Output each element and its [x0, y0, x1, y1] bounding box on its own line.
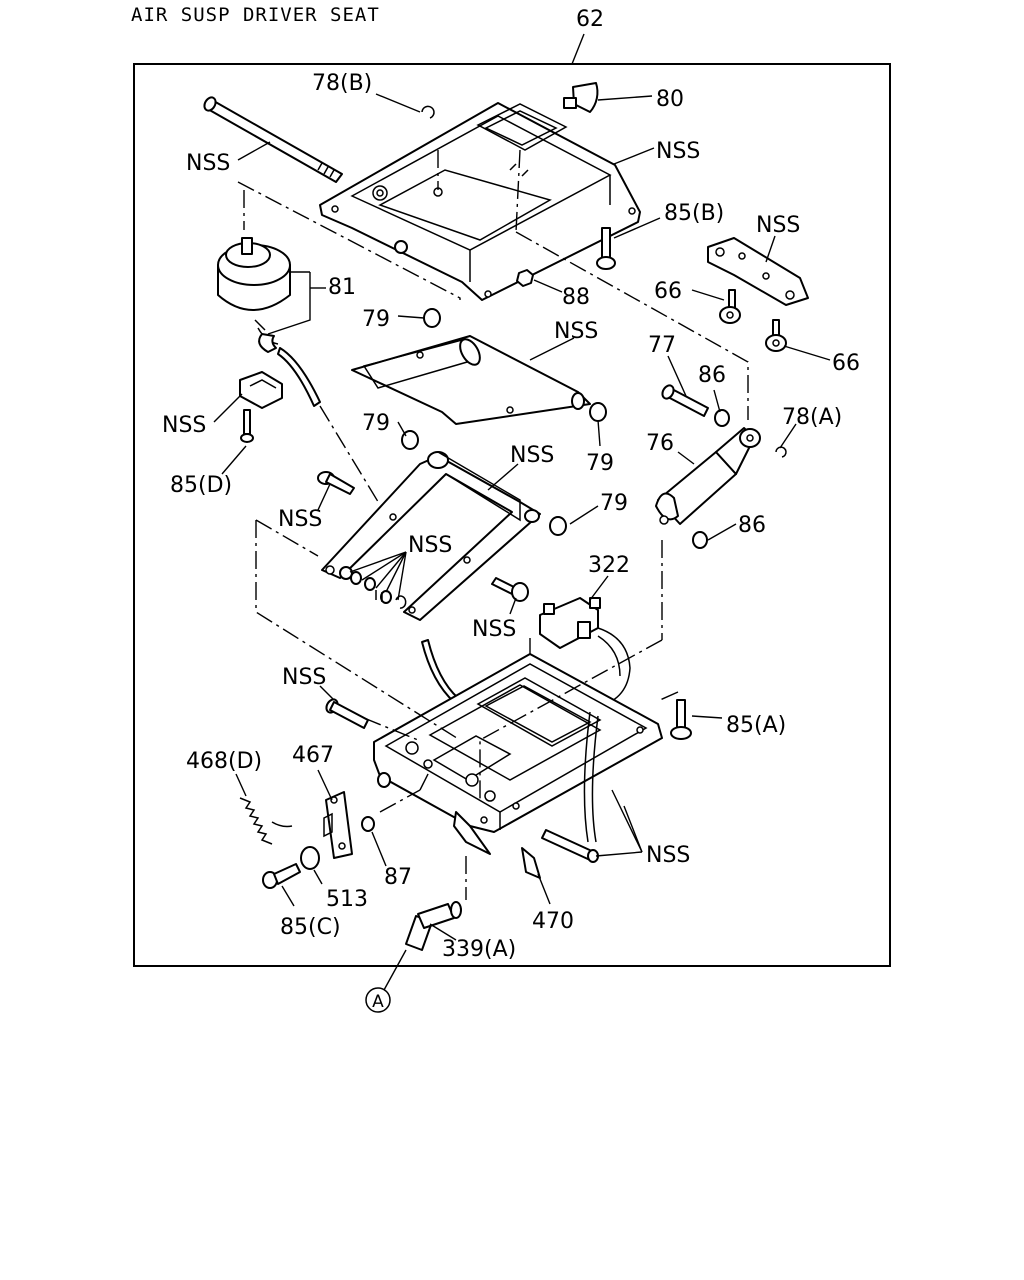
part-78a-clip: [775, 446, 787, 458]
base-frame: [373, 653, 663, 855]
part-86-bushing-b: [692, 531, 708, 549]
part-468d-spring: [239, 797, 293, 845]
reference-circle-a-label: A: [372, 992, 384, 1012]
reference-circle-a: [365, 987, 391, 1013]
diagram-title: AIR SUSP DRIVER SEAT: [131, 4, 380, 26]
part-467-bracket: [323, 791, 353, 859]
label-nss-bracket: NSS: [756, 213, 800, 238]
part-339a-fitting: [405, 901, 462, 951]
part-85c-bolt: [262, 863, 301, 889]
top-seat-frame: [319, 102, 641, 301]
part-80-stop: [563, 82, 599, 113]
nss-bolt-left: [317, 471, 355, 495]
label-79-c: 79: [586, 451, 614, 476]
label-80: 80: [656, 87, 684, 112]
label-nss-clip: NSS: [162, 413, 206, 438]
label-nss-lower-arm: NSS: [510, 443, 554, 468]
label-79-a: 79: [362, 307, 390, 332]
label-nss-pins-right: NSS: [646, 843, 690, 868]
part-79-washer-a: [423, 308, 441, 328]
label-nss-top-frame: NSS: [656, 139, 700, 164]
assembly-lines: [237, 149, 749, 900]
part-79-washer-d: [549, 516, 567, 536]
nss-bolt-mid: [491, 577, 529, 602]
air-hose: [421, 639, 459, 703]
nss-small-pins: [339, 566, 407, 609]
diagram-frame: [133, 63, 891, 967]
part-470-clip: [521, 847, 541, 879]
part-66-link-a: [719, 289, 741, 324]
part-76-shock-absorber: [655, 427, 761, 525]
label-85c: 85(C): [280, 915, 341, 940]
label-513: 513: [326, 887, 368, 912]
part-513-bushing: [300, 846, 320, 870]
label-nss-bolt-mid: NSS: [472, 617, 516, 642]
label-470: 470: [532, 909, 574, 934]
label-nss-pins: NSS: [408, 533, 452, 558]
label-85b: 85(B): [664, 201, 724, 226]
label-nss-rod: NSS: [186, 151, 230, 176]
part-322-valve: [539, 597, 631, 707]
lower-scissor-arm: [321, 451, 541, 621]
part-66-link-b: [765, 319, 787, 352]
assembly-leader: [571, 33, 585, 65]
label-66-a: 66: [654, 279, 682, 304]
label-468d: 468(D): [186, 749, 262, 774]
part-78b-clip: [421, 105, 435, 119]
label-322: 322: [588, 553, 630, 578]
label-85d: 85(D): [170, 473, 232, 498]
part-81-air-spring: [217, 237, 321, 407]
part-85a-bolt: [670, 699, 692, 740]
part-88-nut: [516, 269, 534, 287]
label-88: 88: [562, 285, 590, 310]
part-79-washer-b: [589, 402, 607, 422]
label-81: 81: [328, 275, 356, 300]
label-79-d: 79: [600, 491, 628, 516]
leader-lines: [213, 93, 831, 991]
label-86-b: 86: [738, 513, 766, 538]
callout-labels: 78(B) 80 NSS NSS 85(B) NSS 81 88 66 66 7…: [162, 71, 860, 962]
label-339a: 339(A): [442, 937, 516, 962]
label-76: 76: [646, 431, 674, 456]
label-nss-pin-base: NSS: [282, 665, 326, 690]
label-467: 467: [292, 743, 334, 768]
long-pin-rod: [203, 96, 343, 183]
part-86-bushing-a: [714, 409, 730, 427]
part-77-pin: [661, 384, 709, 417]
nss-mounting-bracket: [707, 237, 809, 306]
label-79-b: 79: [362, 411, 390, 436]
part-87-washer: [361, 816, 375, 832]
label-86-a: 86: [698, 363, 726, 388]
label-85a: 85(A): [726, 713, 786, 738]
nss-pin-base: [325, 698, 369, 729]
label-nss-bolt-left: NSS: [278, 507, 322, 532]
part-85b-bolt: [596, 227, 616, 270]
label-87: 87: [384, 865, 412, 890]
label-66-b: 66: [832, 351, 860, 376]
label-78b: 78(B): [312, 71, 372, 96]
assembly-number: 62: [576, 7, 604, 32]
nss-clip-bracket: [239, 371, 283, 443]
label-nss-upper-arm: NSS: [554, 319, 598, 344]
upper-scissor-arm: [351, 335, 591, 425]
label-78a: 78(A): [782, 405, 842, 430]
label-77: 77: [648, 333, 676, 358]
